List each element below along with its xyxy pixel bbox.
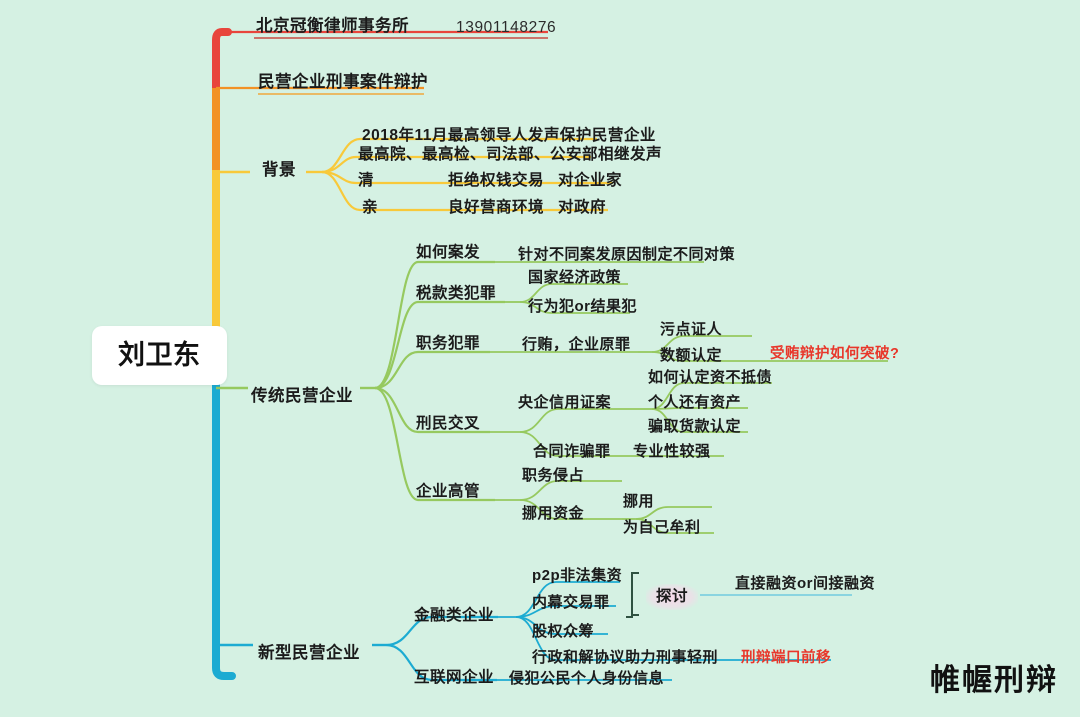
node-background-child-3[interactable]: 清 — [358, 172, 375, 189]
trad-child-1 — [374, 260, 495, 390]
node-direct-indirect-financing[interactable]: 直接融资or间接融资 — [735, 575, 876, 592]
node-financial-enterprise[interactable]: 金融类企业 — [414, 607, 495, 624]
node-firm-phone[interactable]: 13901148276 — [456, 19, 557, 36]
node-misuse[interactable]: 挪用 — [623, 493, 655, 510]
node-soe-lc-case[interactable]: 央企信用证案 — [518, 394, 612, 411]
node-background-child-1[interactable]: 2018年11月最高领导人发声保护民营企业 — [362, 127, 656, 144]
node-insider-trading[interactable]: 内幕交易罪 — [532, 594, 610, 611]
root-node[interactable]: 刘卫东 — [92, 326, 227, 385]
node-executives[interactable]: 企业高管 — [416, 483, 481, 500]
note-defense-port-forward[interactable]: 刑辩端口前移 — [741, 650, 831, 666]
node-admin-settlement[interactable]: 行政和解协议助力刑事轻刑 — [532, 649, 719, 666]
node-internet-enterprise[interactable]: 互联网企业 — [414, 669, 495, 686]
node-tax-child-2[interactable]: 行为犯or结果犯 — [528, 298, 638, 315]
node-tax-crime[interactable]: 税款类犯罪 — [416, 285, 497, 302]
node-insolvency-determination[interactable]: 如何认定资不抵债 — [648, 369, 773, 386]
node-background-child-4-detail2[interactable]: 对政府 — [558, 199, 607, 216]
note-bribery-defense[interactable]: 受贿辩护如何突破? — [770, 346, 900, 362]
node-amount-determination[interactable]: 数额认定 — [660, 347, 723, 364]
node-tax-child-1[interactable]: 国家经济政策 — [528, 269, 622, 286]
node-contract-fraud-detail[interactable]: 专业性较强 — [633, 443, 711, 460]
trad-child-3 — [374, 350, 490, 390]
node-p2p-illegal-fundraising[interactable]: p2p非法集资 — [532, 567, 623, 584]
node-self-benefit[interactable]: 为自己牟利 — [623, 519, 701, 536]
node-newtype[interactable]: 新型民营企业 — [258, 644, 360, 662]
node-traditional[interactable]: 传统民营企业 — [251, 387, 353, 405]
node-bribery[interactable]: 行贿，企业原罪 — [522, 336, 631, 353]
node-how-case-arises-detail[interactable]: 针对不同案发原因制定不同对策 — [518, 246, 736, 263]
node-tainted-witness[interactable]: 污点证人 — [660, 321, 723, 338]
node-misappropriation[interactable]: 挪用资金 — [522, 505, 585, 522]
node-personal-info-violation[interactable]: 侵犯公民个人身份信息 — [509, 670, 665, 687]
node-background-child-2[interactable]: 最高院、最高检、司法部、公安部相继发声 — [358, 146, 663, 163]
node-background-child-3-detail[interactable]: 拒绝权钱交易 — [448, 172, 545, 189]
node-background-child-3-detail2[interactable]: 对企业家 — [558, 172, 623, 189]
node-criminal-civil-cross[interactable]: 刑民交叉 — [416, 415, 481, 432]
node-firm[interactable]: 北京冠衡律师事务所 — [256, 17, 409, 35]
discuss-bracket-top — [626, 572, 639, 618]
crimciv-child-1 — [519, 408, 640, 433]
node-embezzlement[interactable]: 职务侵占 — [522, 467, 585, 484]
node-loan-fraud-determination[interactable]: 骗取货款认定 — [648, 418, 742, 435]
node-topic[interactable]: 民营企业刑事案件辩护 — [258, 73, 428, 91]
node-background-child-4[interactable]: 亲 — [362, 199, 379, 216]
spine-blue — [212, 348, 236, 680]
node-equity-crowdfunding[interactable]: 股权众筹 — [532, 623, 595, 640]
node-personal-assets[interactable]: 个人还有资产 — [648, 394, 742, 411]
node-how-case-arises[interactable]: 如何案发 — [416, 244, 481, 261]
node-duty-crime[interactable]: 职务犯罪 — [416, 335, 481, 352]
node-discuss[interactable]: 探讨 — [646, 584, 699, 610]
node-background[interactable]: 背景 — [262, 161, 296, 179]
watermark: 帷幄刑辩 — [930, 664, 1058, 697]
node-contract-fraud[interactable]: 合同诈骗罪 — [533, 443, 611, 460]
node-background-child-4-detail[interactable]: 良好营商环境 — [448, 199, 545, 216]
spine-red — [212, 28, 232, 92]
